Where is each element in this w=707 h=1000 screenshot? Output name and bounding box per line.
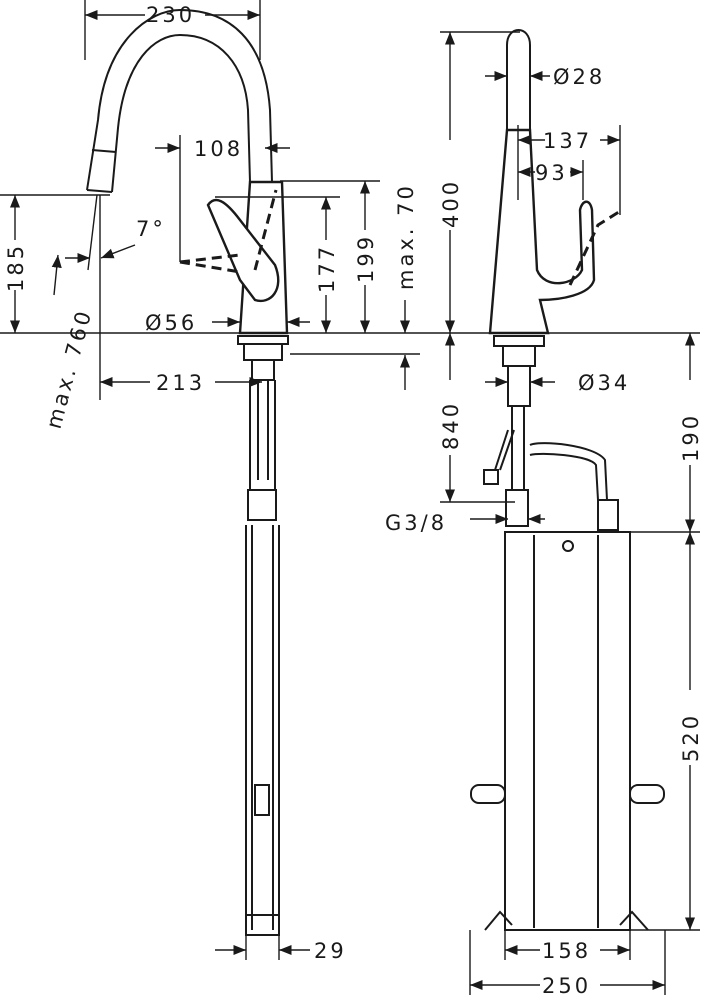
- dim-213: 213: [156, 371, 205, 395]
- dim-diameter-56: Ø56: [145, 311, 197, 335]
- connection-hose: [529, 442, 608, 501]
- clip-right: [629, 784, 665, 804]
- dim-29: 29: [314, 939, 347, 963]
- supply-pipe: [511, 406, 525, 490]
- lever-handle: [206, 198, 280, 303]
- dim-230: 230: [146, 3, 195, 27]
- base-ring: [237, 335, 289, 345]
- clip-left: [470, 784, 506, 804]
- dim-185: 185: [4, 243, 28, 292]
- dim-angle-7: 7°: [136, 217, 166, 241]
- dim-max-760: max. 760: [42, 306, 97, 431]
- dim-400: 400: [439, 179, 463, 228]
- dim-137: 137: [543, 129, 592, 153]
- dim-177: 177: [315, 244, 339, 293]
- dim-max-70: max. 70: [394, 183, 418, 290]
- pull-out-hose: [245, 525, 280, 935]
- box-channels: [533, 535, 599, 928]
- dim-190: 190: [679, 413, 703, 462]
- supply-hoses: [249, 380, 276, 490]
- front-view-dimensions: 400 Ø28 137 93 Ø34 840 190 G3/8 520: [385, 31, 703, 998]
- dim-108: 108: [194, 137, 243, 161]
- dim-158: 158: [542, 939, 591, 963]
- dim-840: 840: [439, 401, 463, 450]
- front-view-faucet: [470, 29, 665, 931]
- spout-top: [506, 29, 531, 131]
- box-feet: [484, 910, 649, 931]
- lever-alt-position: [179, 189, 278, 274]
- dim-199: 199: [354, 234, 378, 283]
- side-view-dimensions: 230 108 185 max. 760 7° 177 199 max. 70 …: [0, 0, 700, 963]
- side-view-faucet: [86, 8, 289, 936]
- lever-alt-position-front: [568, 208, 623, 286]
- spout-arc-inner: [111, 33, 251, 193]
- dim-93: 93: [535, 161, 568, 185]
- dim-diameter-34: Ø34: [578, 371, 630, 395]
- spout-arc-outer: [86, 8, 273, 191]
- dim-250: 250: [542, 974, 591, 998]
- weight-box: [504, 531, 631, 931]
- front-body-with-lever: [488, 128, 596, 335]
- dim-thread-g3-8: G3/8: [385, 511, 447, 535]
- dim-diameter-28: Ø28: [553, 65, 605, 89]
- dim-520: 520: [679, 713, 703, 762]
- spray-head: [86, 149, 117, 193]
